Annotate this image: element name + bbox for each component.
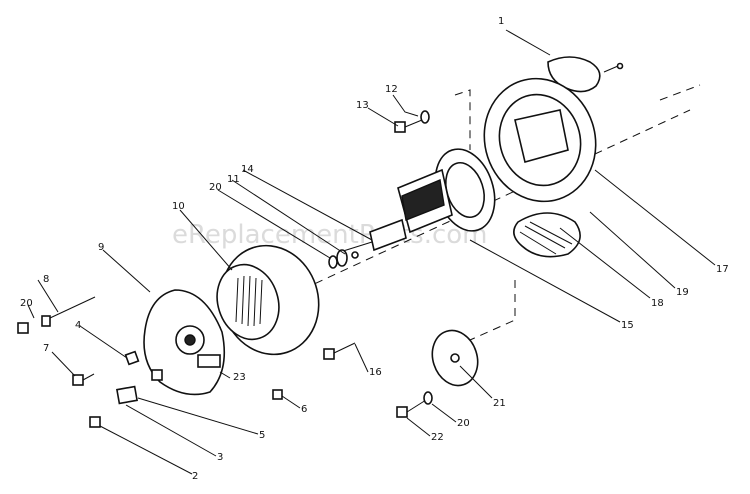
callout-8: 8 — [43, 274, 49, 285]
long-screw-part-8 — [17, 296, 96, 334]
callout-5: 5 — [259, 430, 265, 441]
callout-6: 6 — [301, 404, 307, 415]
callout-labels: 1 12 13 14 11 20 10 9 8 20 4 7 23 6 5 3 … — [20, 16, 729, 482]
callout-9: 9 — [98, 242, 104, 253]
callout-20-c: 20 — [457, 418, 470, 429]
callout-23: 23 — [233, 372, 246, 383]
callout-19: 19 — [676, 287, 689, 298]
end-plate-part-9 — [143, 289, 226, 396]
callout-18: 18 — [651, 298, 664, 309]
end-bell-part-17 — [483, 77, 597, 203]
leader-lines — [27, 29, 716, 475]
callout-16: 16 — [369, 367, 382, 378]
callout-4: 4 — [75, 320, 81, 331]
callout-14: 14 — [241, 164, 254, 175]
small-parts-2-4-6-7-23 — [72, 350, 283, 428]
callout-11: 11 — [227, 174, 240, 185]
callout-2: 2 — [192, 471, 198, 482]
armature-part-15 — [339, 148, 496, 253]
callout-13: 13 — [356, 100, 369, 111]
callout-7: 7 — [43, 343, 49, 354]
oval-plate-part-18 — [513, 212, 581, 258]
stator-housing-part-10 — [216, 244, 320, 356]
washers-part-11-20 — [328, 249, 359, 269]
callout-10: 10 — [172, 201, 185, 212]
callout-17: 17 — [716, 264, 729, 275]
callout-12: 12 — [385, 84, 398, 95]
callout-20-a: 20 — [209, 182, 222, 193]
screw-part-16 — [323, 342, 356, 360]
callout-3: 3 — [217, 452, 223, 463]
callout-20-b: 20 — [20, 298, 33, 309]
callout-15: 15 — [621, 320, 634, 331]
screw-part-22 — [396, 391, 433, 418]
callout-1: 1 — [498, 16, 504, 27]
screw-part-13 — [394, 110, 430, 133]
watermark-text: eReplacementParts.com — [172, 220, 488, 250]
callout-22: 22 — [431, 432, 444, 443]
callout-21: 21 — [493, 398, 506, 409]
